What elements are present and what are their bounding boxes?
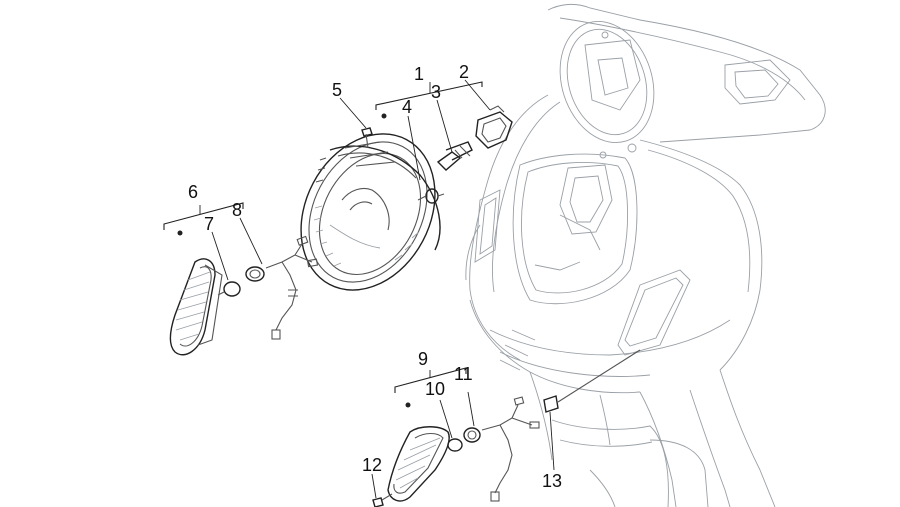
callout-13: 13 <box>542 471 562 491</box>
callout-6: 6 <box>188 182 198 202</box>
callout-2: 2 <box>459 62 469 82</box>
callout-11: 11 <box>454 364 473 384</box>
callout-9: 9 <box>418 349 428 369</box>
scooter-front-body <box>465 3 826 507</box>
callout-5: 5 <box>332 80 342 100</box>
callout-12: 12 <box>362 455 382 475</box>
bulb-part-4 <box>417 188 445 204</box>
headlight-bulb-part-3 <box>436 141 473 171</box>
callout-4: 4 <box>402 97 412 117</box>
callout-3: 3 <box>431 82 441 102</box>
callout-7: 7 <box>204 214 214 234</box>
right-turn-signal-assembly <box>372 349 641 507</box>
screw-part-5 <box>361 127 373 149</box>
callout-1: 1 <box>414 64 424 84</box>
socket-part-2 <box>475 105 513 149</box>
leader-lines <box>211 79 555 499</box>
callout-8: 8 <box>232 200 242 220</box>
headlight-assembly <box>300 133 441 291</box>
callout-brackets <box>163 81 483 408</box>
left-turn-signal-assembly <box>169 235 319 356</box>
callout-labels: 1 2 3 4 5 6 7 8 9 10 11 12 13 <box>188 62 562 491</box>
callout-10: 10 <box>425 379 445 399</box>
